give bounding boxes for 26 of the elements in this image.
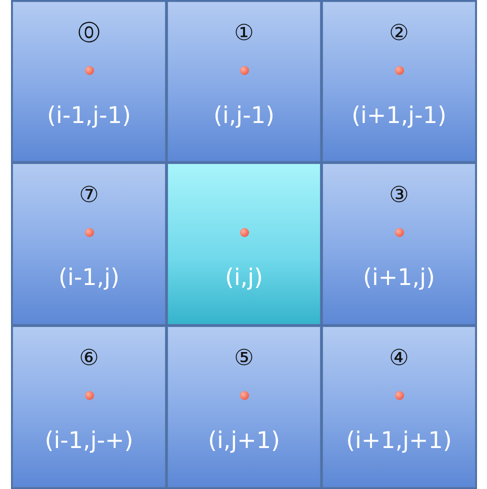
cell-number: ② [388,22,410,46]
grid-cell [167,1,321,162]
coordinate-label: (i,j-1) [212,102,276,130]
coordinate-label: (i-1,j-+) [44,427,134,456]
coordinate-label: (i-1,j-1) [46,102,132,130]
grid-cell [167,326,321,488]
cell-number: ③ [388,184,410,208]
cell-number: ⑤ [233,347,255,371]
cell-number: ⑦ [78,184,100,208]
coordinate-label: (i,j) [224,264,264,292]
cell-number: ⑥ [78,347,100,371]
highlighted-grid-cell [167,163,321,325]
grid-cell [12,163,166,325]
cell-number: ④ [388,347,410,371]
cell-number: ⓪ [77,22,101,46]
coordinate-label: (i+1,j-1) [350,102,448,130]
grid-cell [12,326,166,488]
coordinate-label: (i,j+1) [207,427,281,456]
coordinate-label: (i-1,j) [58,264,120,292]
coordinate-label: (i+1,j+1) [345,427,453,456]
cell-number: ① [233,22,255,46]
grid-cell [322,163,476,325]
coordinate-label: (i+1,j) [362,264,436,292]
grid-cell [322,1,476,162]
grid-cell [12,1,166,162]
grid-cell [322,326,476,488]
